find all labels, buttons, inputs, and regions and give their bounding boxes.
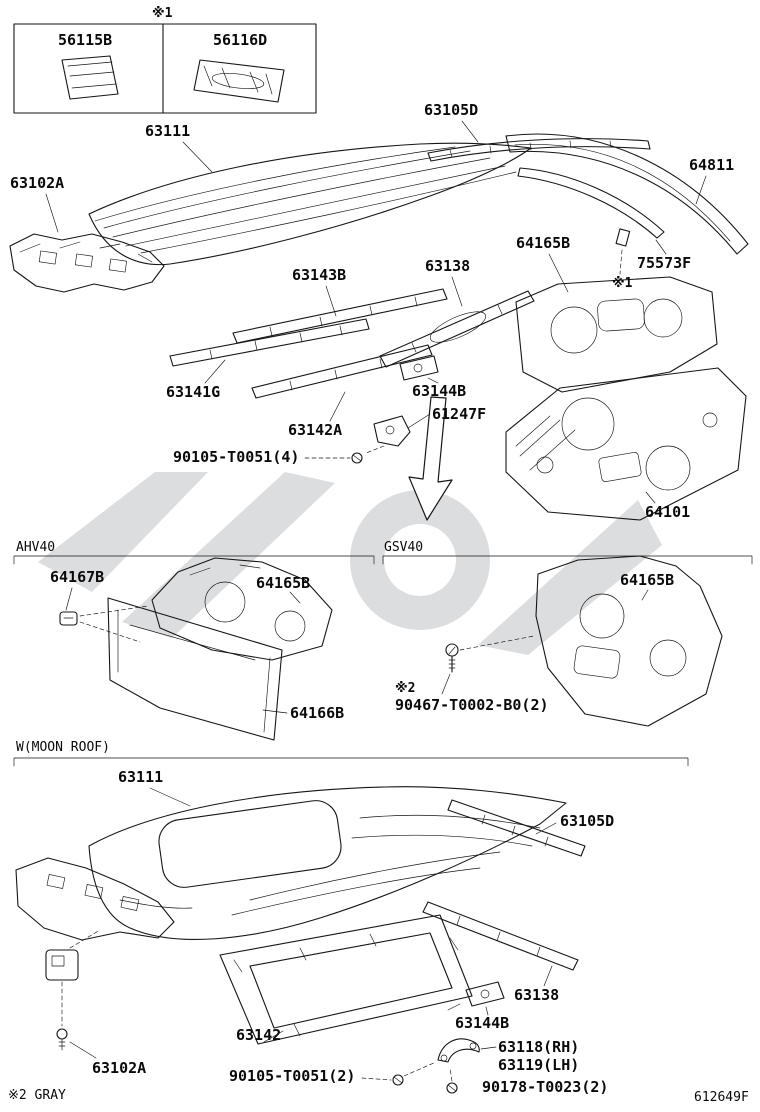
part-label-63105D-mr: 63105D [560, 812, 615, 830]
part-label-64167B: 64167B [50, 568, 105, 586]
part-label-61247F: 61247F [432, 405, 487, 423]
part-label-63144B-main: 63144B [412, 382, 467, 400]
roof-bow-63141G-drawing [169, 318, 370, 367]
windshield-header-63102A-drawing [9, 233, 165, 293]
silencer-64165B-main-drawing [515, 276, 718, 393]
part-label-64165B-ahv: 64165B [256, 574, 311, 592]
part-label-64101: 64101 [645, 503, 691, 521]
part-label-63138-mr: 63138 [514, 986, 560, 1004]
screw-90467-drawing [441, 635, 535, 695]
bracket-63144B-mr-drawing [465, 981, 505, 1007]
silencer-64165B-gsv-drawing [535, 555, 723, 727]
bracket-61247F-drawing [365, 415, 411, 454]
part-label-63142A: 63142A [288, 421, 343, 439]
molding-75573F-drawing [517, 167, 665, 275]
part-label-63105D-main: 63105D [424, 101, 479, 119]
note-star1-mid: ※1 [612, 276, 633, 291]
figure-code: 612649F [694, 1090, 749, 1105]
part-label-63143B: 63143B [292, 266, 347, 284]
moonroof-roof-panel-drawing [88, 786, 567, 941]
note-star1-top: ※1 [152, 6, 173, 21]
roof-bow-63142A-drawing [251, 344, 433, 399]
part-56116D-drawing [193, 59, 285, 103]
part-label-63142: 63142 [236, 1026, 282, 1044]
roof-bow-63138-drawing [379, 290, 535, 368]
screw-90178-drawing [446, 1067, 458, 1094]
part-label-63102A-mr: 63102A [92, 1059, 147, 1077]
part-label-63144B-mr: 63144B [455, 1014, 510, 1032]
note-star2-gsv: ※2 [395, 681, 416, 696]
callout-box-56115-56116 [13, 23, 317, 114]
roof-panel-63111-drawing [88, 142, 532, 266]
leader-lines [45, 120, 707, 1050]
direction-arrow [408, 396, 453, 521]
part-label-90105-mr: 90105-T0051(2) [229, 1067, 356, 1085]
roof-bow-63143B-drawing [232, 288, 448, 344]
part-label-56116D: 56116D [213, 31, 268, 49]
part-label-63138-main: 63138 [425, 257, 471, 275]
bracket-63118-63119-drawing [437, 1038, 480, 1063]
part-label-63111-main: 63111 [145, 122, 191, 140]
part-label-63141G: 63141G [166, 383, 221, 401]
part-label-56115B: 56115B [58, 31, 113, 49]
roof-rail-63105D-drawing [427, 138, 651, 162]
part-56115B-drawing [61, 55, 119, 100]
part-label-64811: 64811 [689, 156, 735, 174]
section-label-moonroof: W(MOON ROOF) [16, 740, 110, 755]
part-label-90467: 90467-T0002-B0(2) [395, 696, 549, 714]
section-divider-lines [13, 555, 753, 767]
part-label-64165B-gsv: 64165B [620, 571, 675, 589]
back-window-glass-64811-drawing [505, 133, 749, 255]
bracket-63144B-drawing [399, 355, 439, 381]
windshield-header-63102A-mr-drawing [15, 857, 175, 941]
section-label-ahv40: AHV40 [16, 540, 56, 555]
roof-rail-63105D-mr-drawing [447, 799, 586, 857]
footnote-gray: ※2 GRAY [8, 1088, 66, 1103]
watermark [38, 472, 662, 655]
screw-90105-mr-drawing [361, 1061, 437, 1086]
part-label-63118: 63118(RH) [498, 1038, 580, 1056]
part-label-75573F: 75573F [637, 254, 692, 272]
roof-bow-63138-mr-drawing [422, 901, 579, 971]
upper-back-panel-64101-drawing [505, 367, 747, 521]
part-label-90178: 90178-T0023(2) [482, 1078, 609, 1096]
part-label-64165B-main: 64165B [516, 234, 571, 252]
silencer-sheet-64166B-drawing [107, 597, 283, 741]
screw-90105-main-drawing [304, 452, 363, 464]
part-label-63102A-main: 63102A [10, 174, 65, 192]
grommet-64167B-drawing [59, 587, 149, 643]
part-label-90105-main: 90105-T0051(4) [173, 448, 300, 466]
section-label-gsv40: GSV40 [384, 540, 424, 555]
part-label-63111-mr: 63111 [118, 768, 164, 786]
bracket-63102A-mr-drawing [45, 929, 101, 1059]
sunroof-housing-63142-drawing [219, 914, 473, 1045]
part-label-64166B: 64166B [290, 704, 345, 722]
silencer-64165B-ahv-drawing [151, 557, 333, 661]
part-label-63119: 63119(LH) [498, 1056, 580, 1074]
